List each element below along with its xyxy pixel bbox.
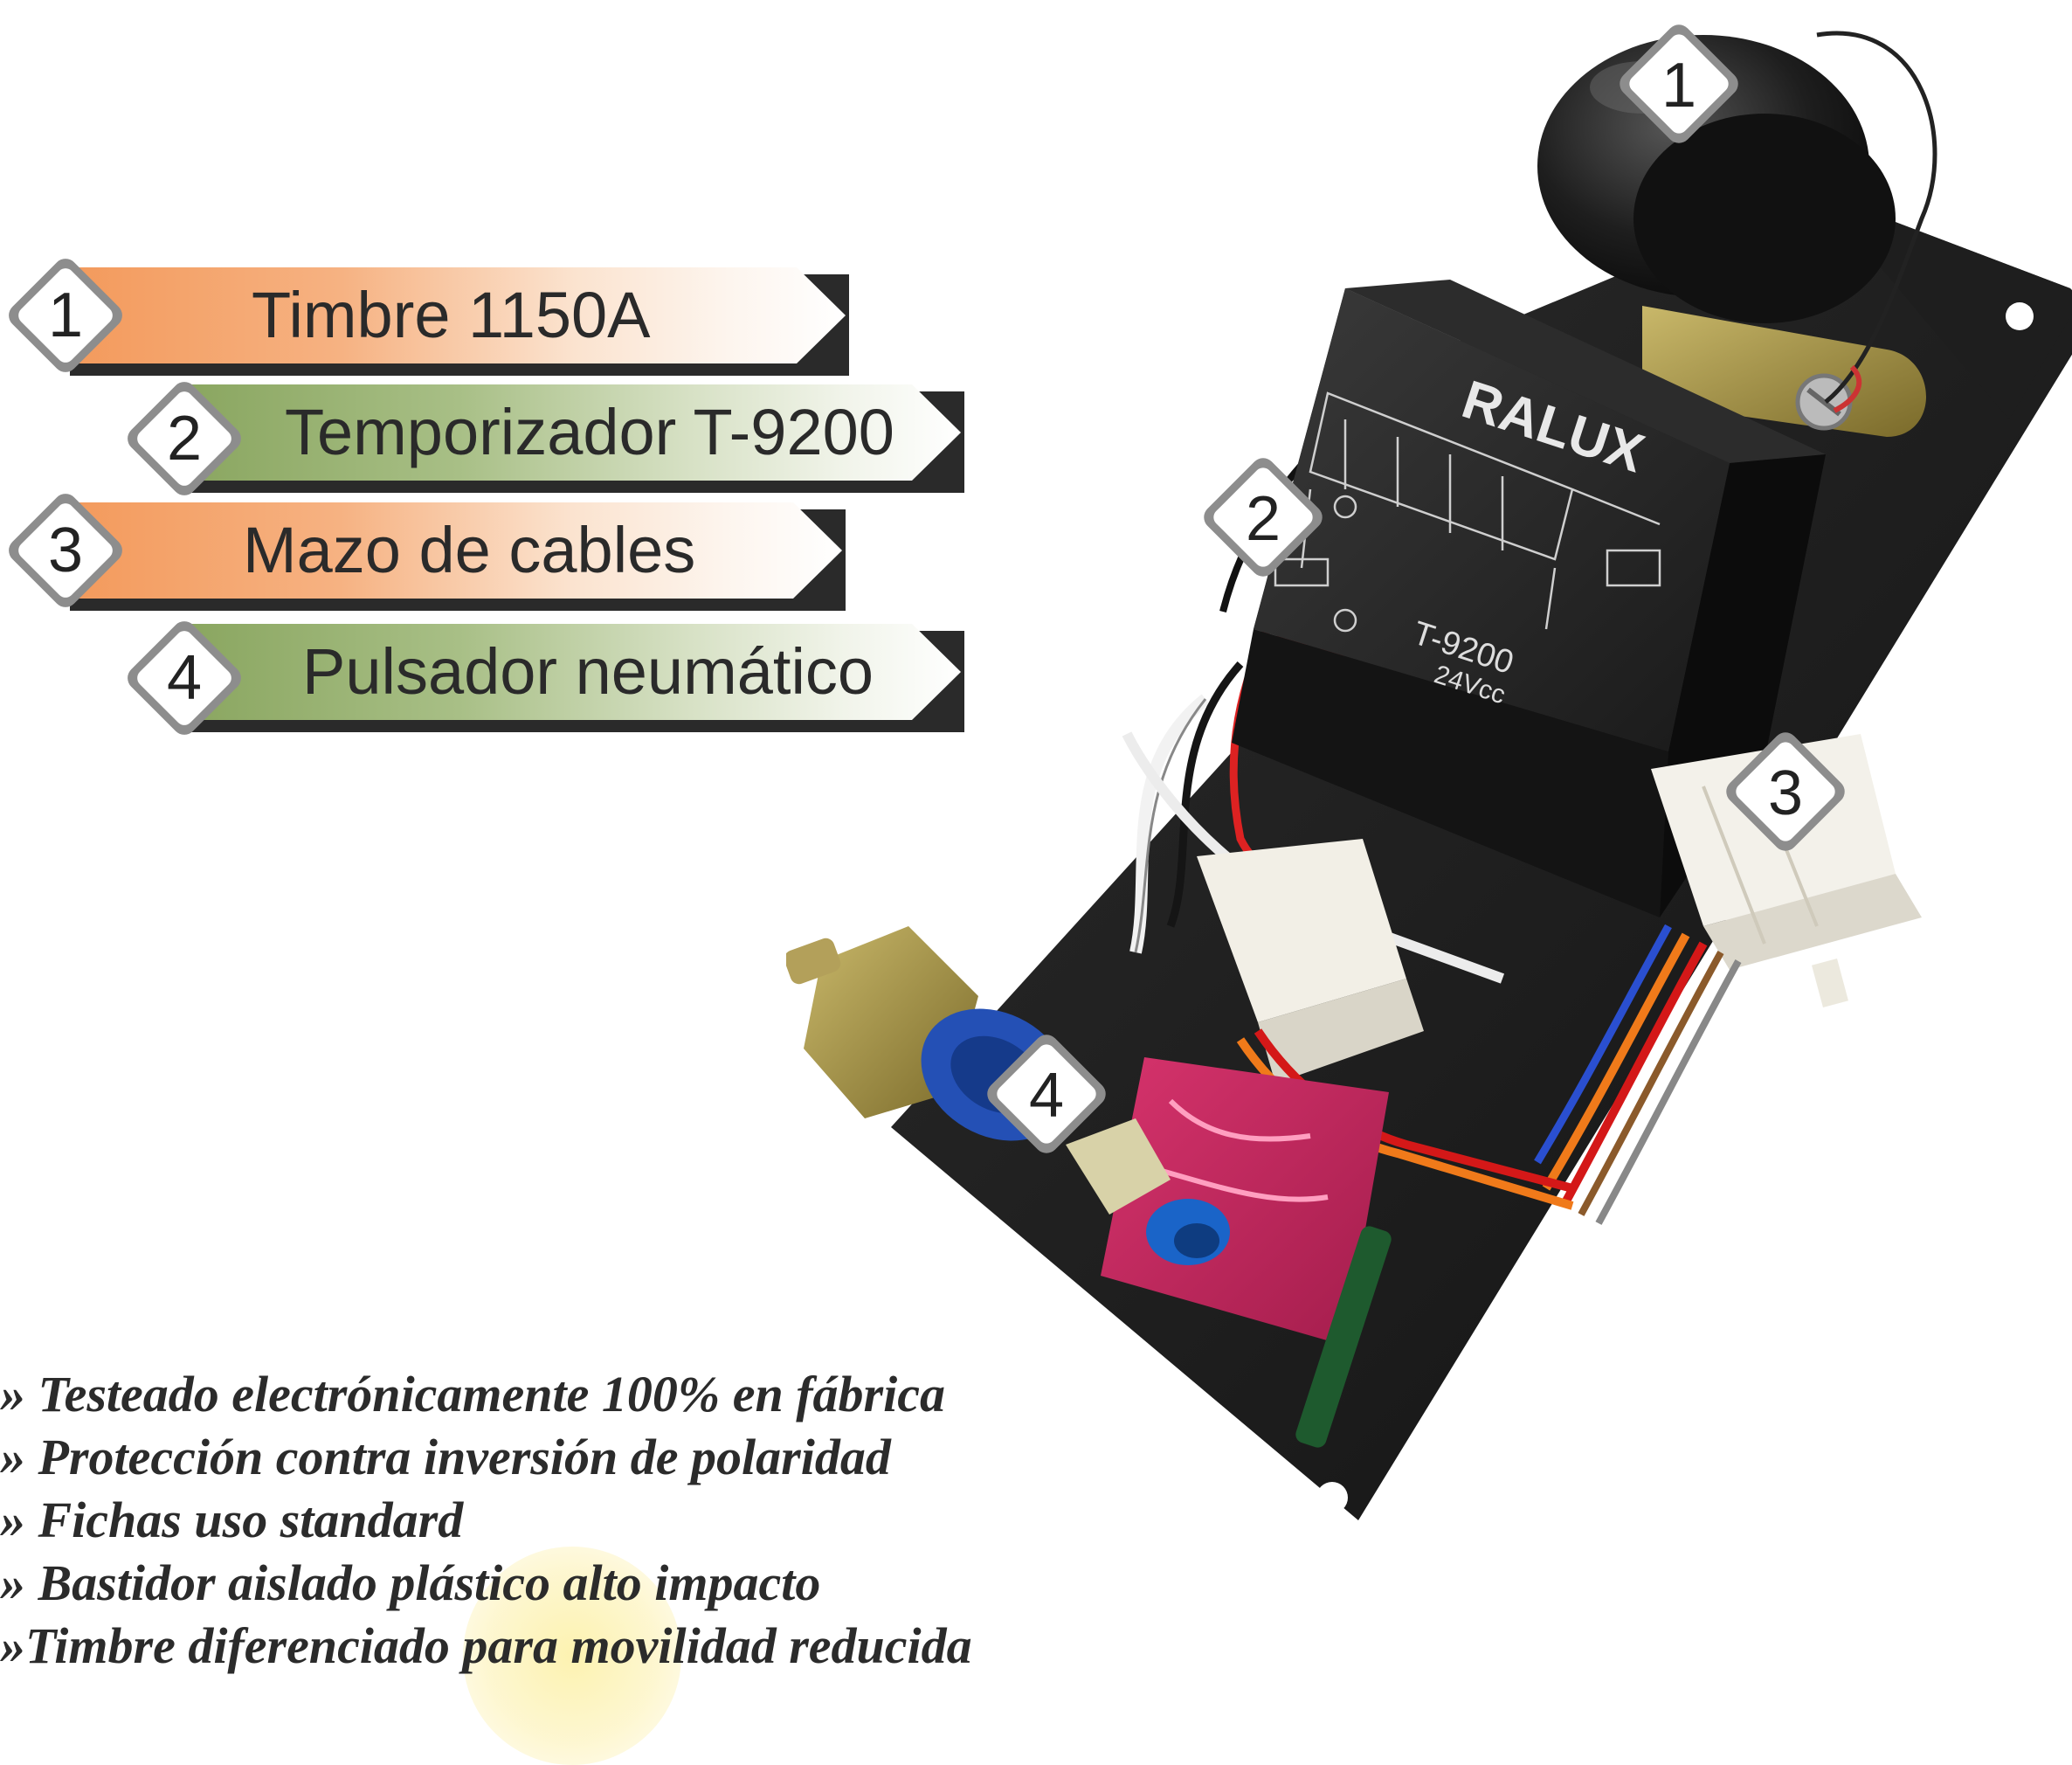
legend-bar: [70, 267, 846, 363]
feature-item: » Fichas uso standard: [0, 1492, 464, 1548]
legend-number-badge: 4: [122, 616, 246, 740]
legend-number-badge: 1: [3, 253, 128, 377]
legend-number: 3: [47, 516, 84, 585]
legend-label-mazo: Mazo de cables: [243, 514, 696, 586]
callout-badge-3: 3: [1726, 732, 1845, 851]
feature-item: »Timbre diferenciado para movilidad redu…: [0, 1617, 972, 1674]
pink-label: [1101, 1057, 1389, 1346]
legend-number-badge: 2: [122, 377, 246, 501]
callout-number: 3: [1768, 758, 1803, 828]
legend-label-temporizador: Temporizador T-9200: [285, 396, 894, 468]
legend-bar: [189, 384, 961, 481]
callout-number: 4: [1029, 1061, 1064, 1131]
mounting-hole: [1316, 1482, 1348, 1513]
green-sensor: [1295, 1226, 1392, 1448]
callout-badge-1: 1: [1620, 24, 1738, 143]
legend-number: 1: [47, 280, 84, 350]
legend-row-4: Pulsador neumático 4: [122, 616, 964, 740]
highlight-glow: [463, 1547, 681, 1765]
connector-lower: [1197, 839, 1424, 1083]
feature-item: » Testeado electrónicamente 100% en fábr…: [0, 1366, 945, 1422]
legend-number: 2: [166, 404, 203, 474]
legend-bar: [189, 624, 961, 720]
feature-item: » Protección contra inversión de polarid…: [0, 1429, 891, 1485]
legend-label-pulsador: Pulsador neumático: [302, 635, 874, 708]
mounting-hole: [2006, 302, 2034, 330]
callout-number: 1: [1661, 51, 1696, 121]
legend-label-timbre: Timbre 1150A: [252, 279, 651, 351]
legend-number: 4: [166, 643, 203, 713]
legend-bar: [70, 502, 842, 599]
legend-row-3: Mazo de cables 3: [3, 488, 846, 613]
legend-row-1: Timbre 1150A 1: [3, 253, 849, 377]
legend-row-2: Temporizador T-9200 2: [122, 377, 964, 501]
device-illustration: RALUX T-9200 24Vcc: [786, 24, 2072, 1520]
legend-number-badge: 3: [3, 488, 128, 613]
callout-number: 2: [1246, 484, 1281, 554]
feature-item: » Bastidor aislado plástico alto impacto: [0, 1554, 821, 1611]
timer-module: RALUX T-9200 24Vcc: [1232, 280, 1826, 917]
feature-list: » Testeado electrónicamente 100% en fábr…: [0, 1363, 1136, 1678]
callout-badge-4: 4: [987, 1035, 1106, 1153]
callout-badge-2: 2: [1204, 458, 1323, 577]
